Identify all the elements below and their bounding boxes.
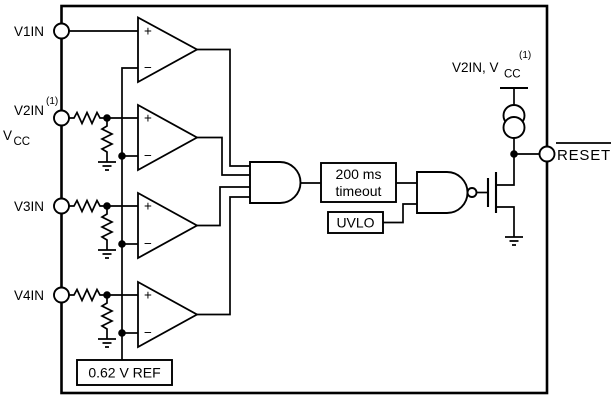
wire-comp2-to-and [197, 136, 250, 176]
and-gate [249, 161, 302, 204]
port-v3in [53, 197, 70, 215]
pullup-supply-label: V2IN, V [452, 60, 499, 75]
vcc-label-subscript: CC [14, 136, 31, 148]
junction-dot [118, 329, 126, 337]
resistor-v4in-series [68, 287, 138, 303]
port-v1in [53, 22, 70, 40]
port-v2in [53, 109, 70, 127]
mosfet-source-wire [496, 206, 515, 237]
resistor-v3in-shunt [100, 206, 114, 250]
v2in-label: V2IN [14, 103, 44, 118]
minus-input-sign: − [144, 236, 152, 251]
comparator-4: + − [137, 280, 199, 349]
nand-inverter-bubble [466, 187, 478, 198]
junction-dot [118, 152, 126, 160]
junction-dot [103, 291, 111, 299]
resistor-v4in-shunt [100, 295, 114, 339]
ground-symbol [98, 338, 116, 348]
junction-dot [103, 114, 111, 122]
resistor-v2in-shunt [100, 118, 114, 162]
comparator-triangle [137, 280, 199, 349]
plus-input-sign: + [144, 111, 152, 126]
comparator-triangle [137, 15, 199, 84]
junction-dot [510, 150, 518, 158]
mosfet [486, 154, 523, 246]
plus-input-sign: + [144, 288, 152, 303]
current-source-circle-bottom [502, 116, 526, 139]
vref-label: 0.62 V REF [88, 365, 160, 381]
wire-uvlo-to-nand [383, 203, 417, 224]
ground-symbol [98, 249, 116, 259]
comparator-triangle [137, 103, 199, 172]
comparator-1: + − [137, 15, 199, 84]
minus-input-sign: − [144, 325, 152, 340]
timeout-label-line1: 200 ms [336, 166, 382, 182]
comparator-3: + − [137, 191, 199, 260]
minus-input-sign: − [144, 60, 152, 75]
divider-v3in [68, 198, 138, 259]
pullup-supply-label-subscript: CC [504, 69, 521, 81]
wire-comp1-to-and [197, 48, 250, 167]
wire-comp4-to-and [197, 196, 250, 316]
v4in-label: V4IN [14, 288, 44, 303]
v2in-note: (1) [46, 96, 58, 107]
minus-input-sign: − [144, 148, 152, 163]
plus-input-sign: + [144, 199, 152, 214]
pullup-supply-note: (1) [519, 50, 531, 61]
nand-gate [416, 171, 469, 214]
wire-comp3-to-and [197, 186, 250, 227]
vref-block [76, 359, 173, 386]
v3in-label: V3IN [14, 199, 44, 214]
v1in-label: V1IN [14, 24, 44, 39]
wire-vref-bus [121, 67, 138, 360]
junction-dot [118, 240, 126, 248]
mosfet-drain-wire [496, 154, 515, 186]
comparator-2: + − [137, 103, 199, 172]
resistor-v3in-series [68, 198, 138, 214]
reset-label: RESET [557, 147, 611, 164]
port-v4in [53, 286, 70, 304]
divider-v2in [68, 110, 138, 171]
vcc-label: V [3, 128, 12, 143]
comparator-triangle [137, 191, 199, 260]
ground-symbol [505, 236, 523, 246]
ground-symbol [98, 161, 116, 171]
uvlo-label: UVLO [336, 215, 374, 231]
resistor-v2in-series [68, 110, 138, 126]
junction-dot [103, 202, 111, 210]
divider-v4in [68, 287, 138, 348]
timeout-block [320, 162, 397, 203]
pullup-current-source [500, 86, 528, 154]
timeout-label-line2: timeout [336, 183, 382, 199]
plus-input-sign: + [144, 24, 152, 39]
port-reset [538, 145, 556, 163]
